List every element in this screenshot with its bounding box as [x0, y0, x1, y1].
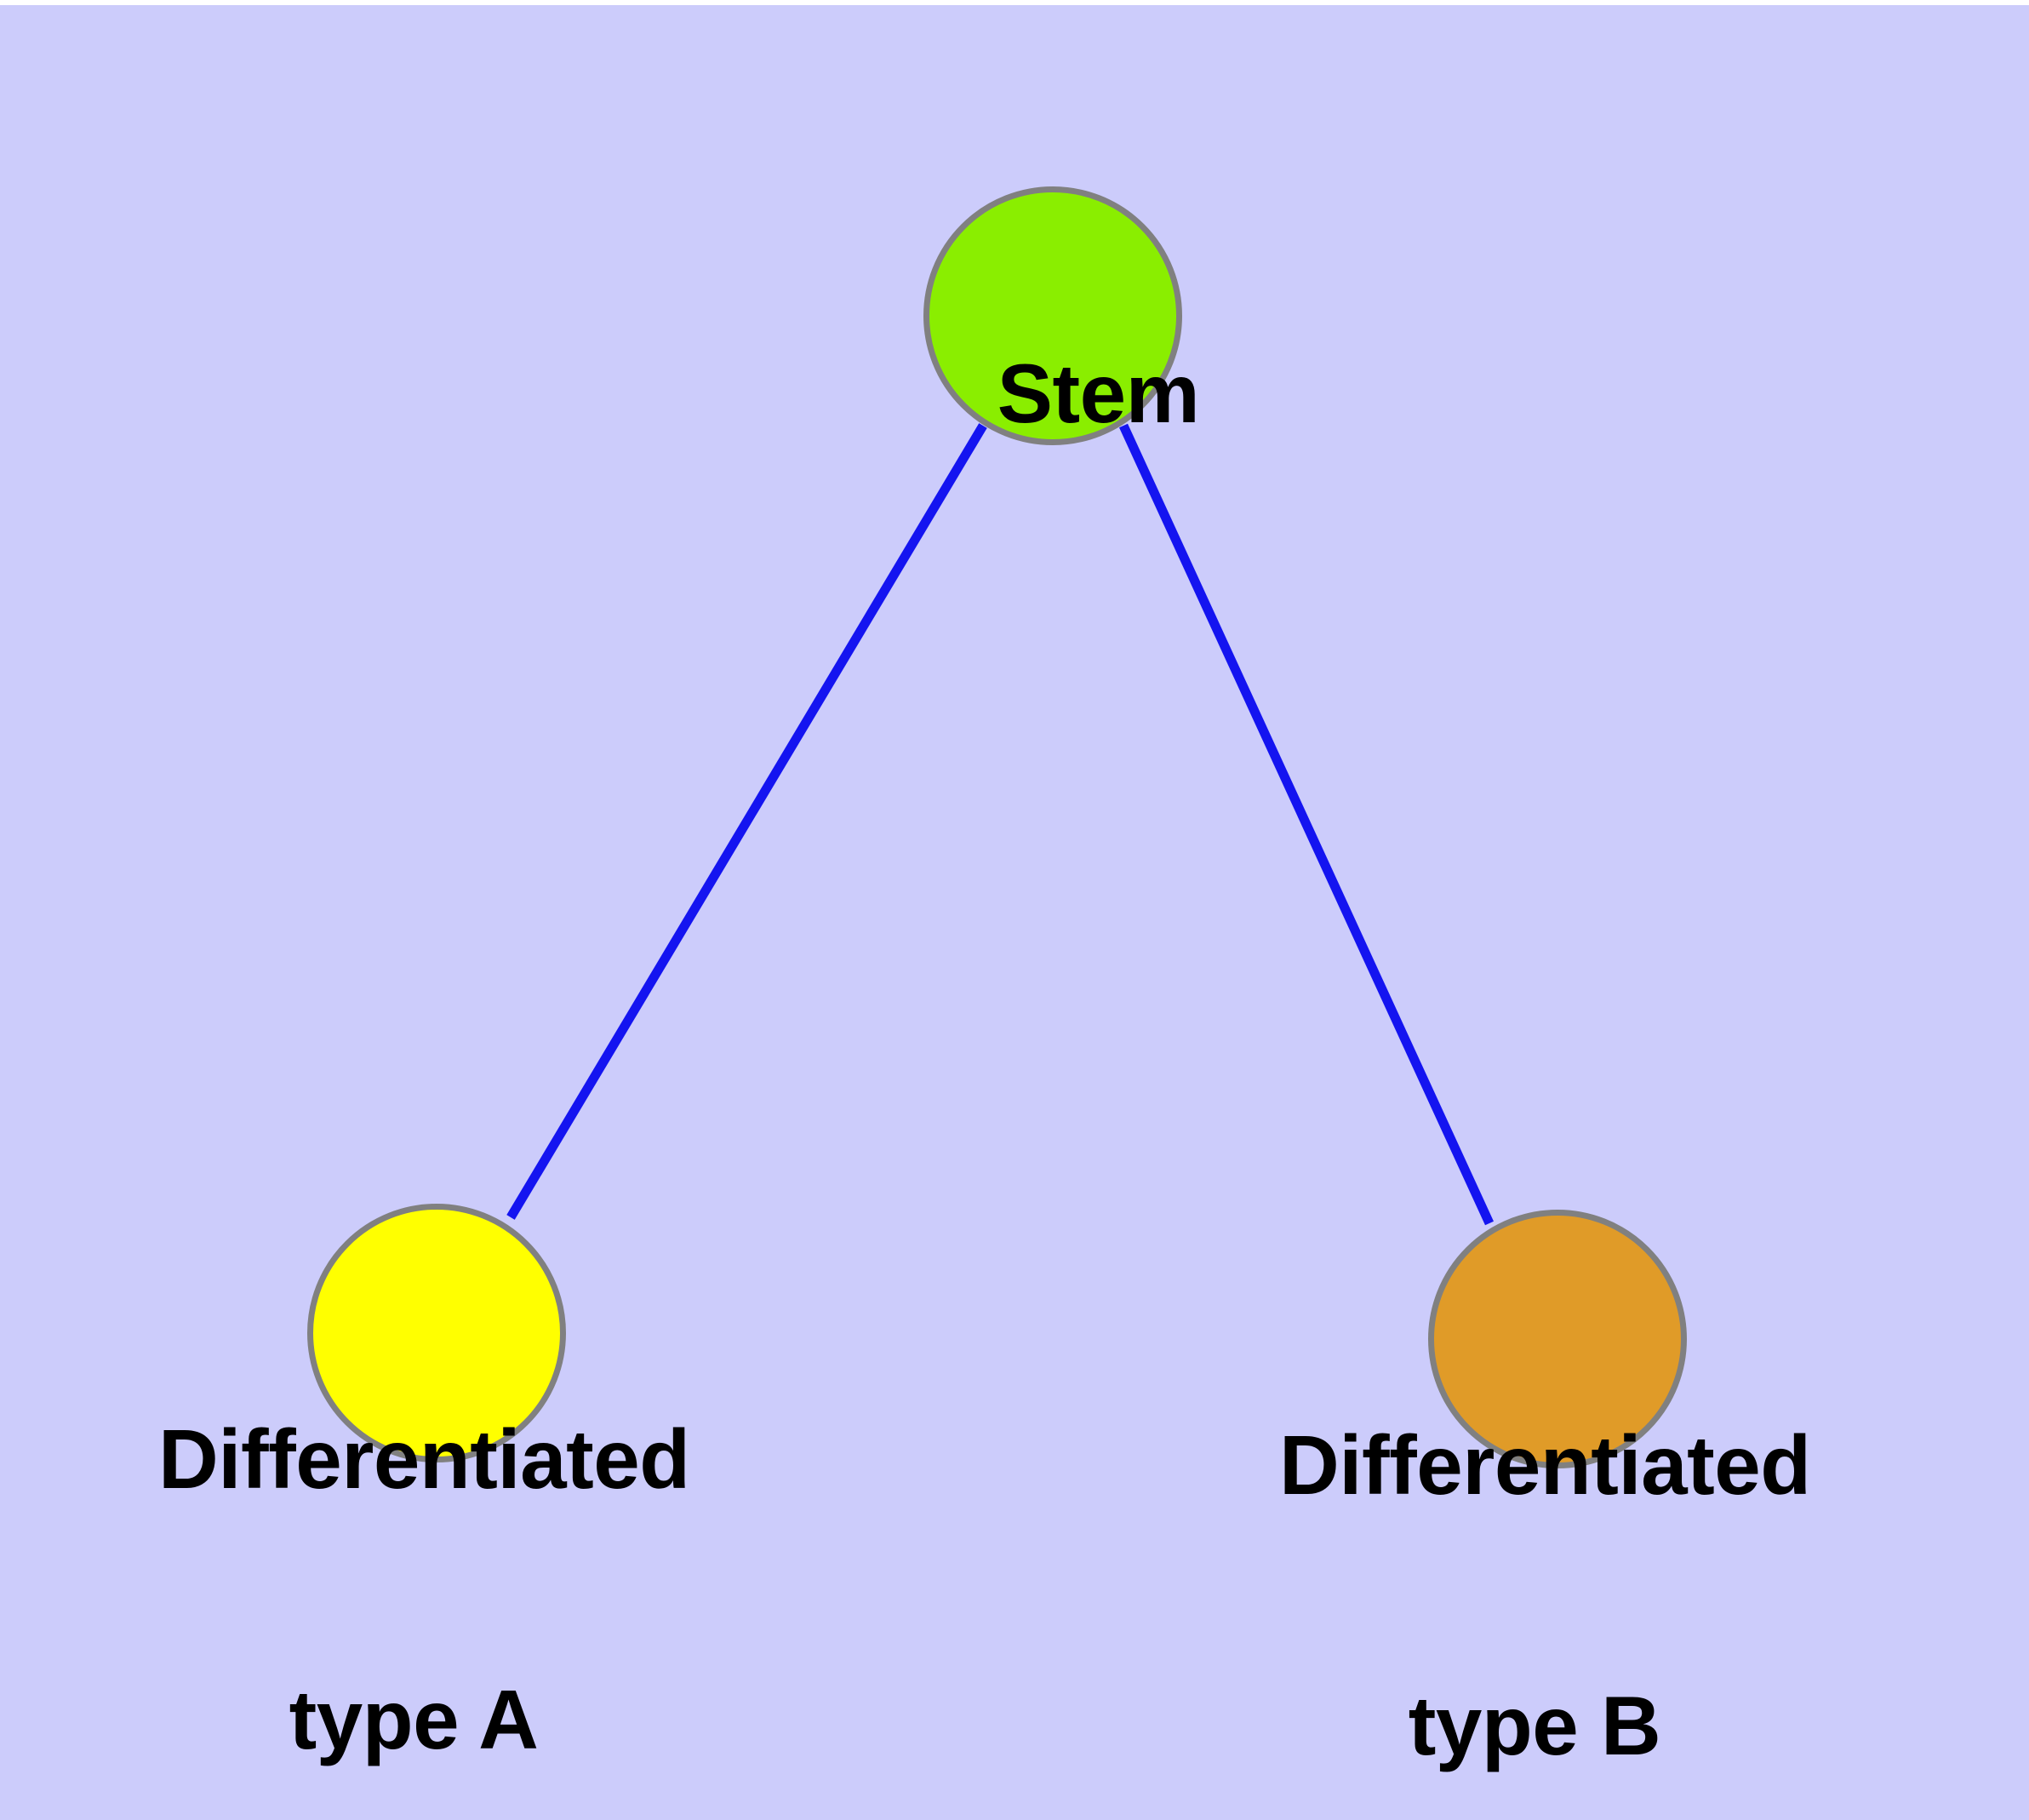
edge-stem-to-differentiated-type-b — [1119, 423, 1494, 1226]
node-differentiated-type-b[interactable] — [1428, 1210, 1687, 1468]
edge-stem-to-differentiated-type-a — [506, 423, 987, 1220]
node-stem[interactable] — [923, 186, 1182, 445]
node-differentiated-type-a[interactable] — [307, 1204, 566, 1462]
